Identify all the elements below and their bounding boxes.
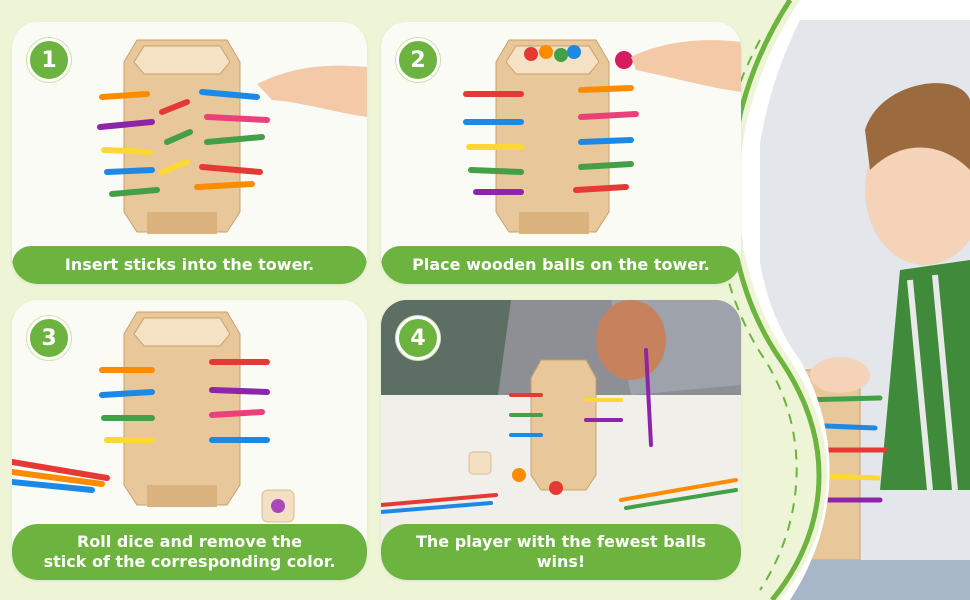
step-3-panel: 3 Roll dice and remove the stick of the … <box>12 300 367 580</box>
hand-icon <box>257 65 367 117</box>
ball-icon <box>549 481 563 495</box>
dice-icon <box>468 451 492 475</box>
tower-icon <box>12 22 367 284</box>
caption-line: stick of the corresponding color. <box>43 552 336 571</box>
caption-line: Roll dice and remove the <box>76 532 303 551</box>
step-number-badge: 3 <box>27 316 71 360</box>
child-with-tower-photo <box>760 20 970 600</box>
step-number-badge: 4 <box>396 316 440 360</box>
step-1-panel: 1 Insert sticks into the tower. <box>12 22 367 284</box>
step-caption: Place wooden balls on the tower. <box>381 246 741 284</box>
step-caption: Insert sticks into the tower. <box>12 246 367 284</box>
step-caption: The player with the fewest balls wins! <box>381 524 741 580</box>
step-caption: Roll dice and remove the stick of the co… <box>12 524 367 580</box>
step-2-panel: 2 Place wooden balls on the tower. <box>381 22 741 284</box>
hand-icon <box>631 40 741 92</box>
dice-icon <box>261 489 295 523</box>
ball-icon <box>512 468 526 482</box>
ball-icon <box>615 51 633 69</box>
tower-icon <box>381 22 741 284</box>
step-4-panel: 4 The player with the fewest balls wins! <box>381 300 741 580</box>
step-number-badge: 1 <box>27 38 71 82</box>
caption-line: wins! <box>536 552 586 571</box>
step-number-badge: 2 <box>396 38 440 82</box>
caption-line: The player with the fewest balls <box>416 532 706 551</box>
